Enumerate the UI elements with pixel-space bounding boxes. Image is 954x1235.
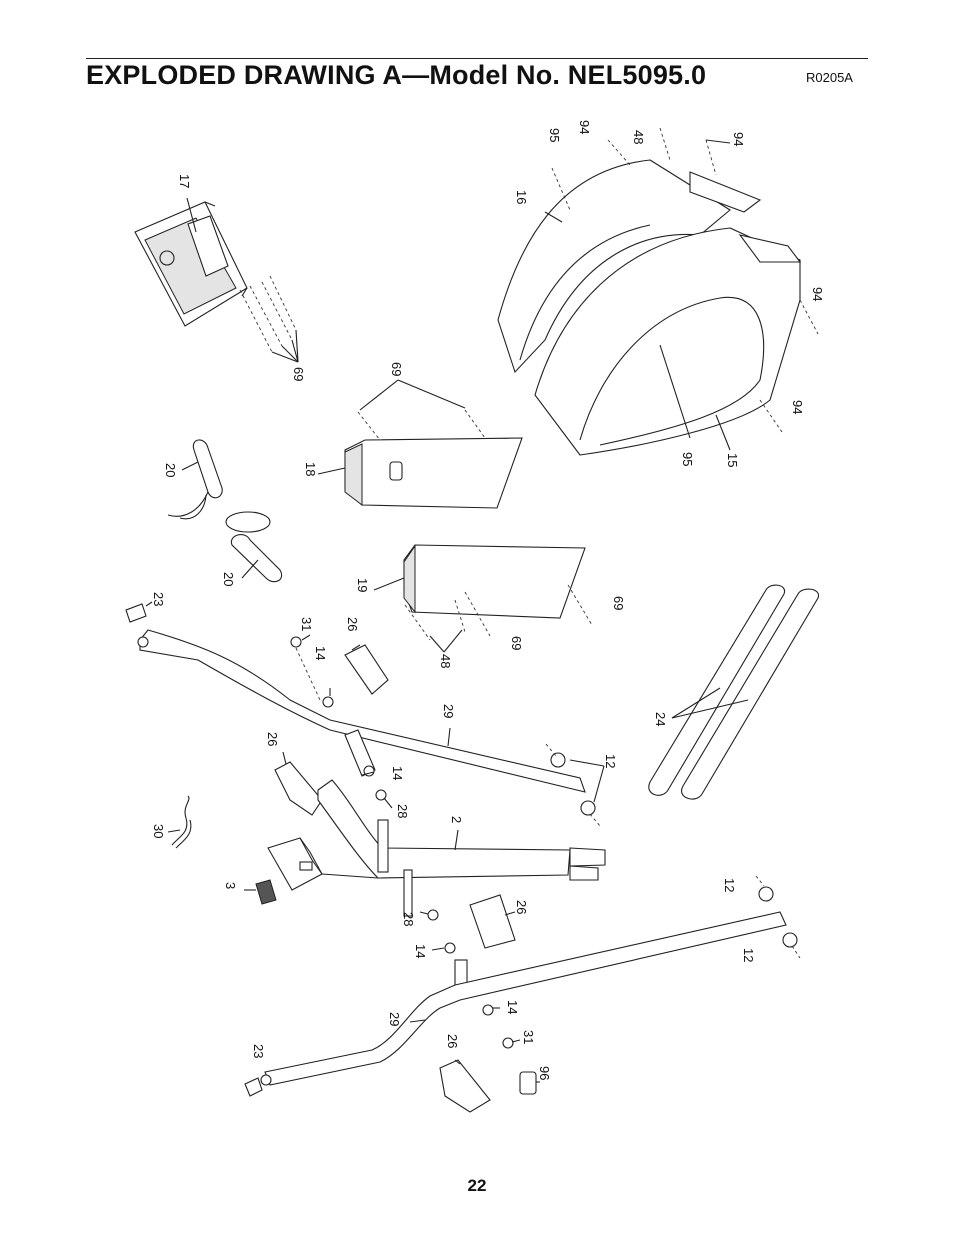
callout-69: 69 [291,367,306,381]
callout-14: 14 [505,1000,520,1014]
right-upper-arm-part [260,911,787,1086]
callout-24: 24 [653,712,668,726]
callout-69: 69 [611,596,626,610]
callout-31: 31 [521,1030,536,1044]
callout-94: 94 [731,132,746,146]
upper-grip-part [167,439,223,520]
callout-48: 48 [438,654,453,668]
callout-17: 17 [177,174,192,188]
callout-96: 96 [537,1066,552,1080]
callout-69: 69 [389,362,404,376]
callout-12: 12 [722,878,737,892]
callout-26: 26 [345,617,360,631]
callout-26: 26 [514,900,529,914]
page-title: EXPLODED DRAWING A—Model No. NEL5095.0 [86,60,707,90]
callout-14: 14 [313,646,328,660]
callout-94: 94 [577,120,592,134]
callout-20: 20 [163,463,178,477]
callout-19: 19 [355,578,370,592]
left-upper-arm-part [137,629,586,793]
callout-16: 16 [514,190,529,204]
callout-12: 12 [603,754,618,768]
callout-14: 14 [413,944,428,958]
callout-20: 20 [221,572,236,586]
callout-95: 95 [680,452,695,466]
callout-30: 30 [151,824,166,838]
callout-12: 12 [741,948,756,962]
console-part [134,201,248,327]
main-frame-part [267,779,606,891]
callout-26: 26 [265,732,280,746]
callout-31: 31 [299,617,314,631]
callout-15: 15 [725,453,740,467]
callout-29: 29 [441,704,456,718]
callout-28: 28 [395,804,410,818]
callout-94: 94 [790,400,805,414]
callout-26: 26 [445,1034,460,1048]
callout-18: 18 [303,462,318,476]
lower-side-shield-part [403,544,586,619]
callout-48: 48 [631,130,646,144]
page-number: 22 [467,1176,487,1195]
stabilizer-tubes-part [648,584,819,800]
front-shroud-part [534,227,802,456]
callout-94: 94 [810,287,825,301]
callout-23: 23 [151,592,166,606]
callout-95: 95 [547,128,562,142]
callout-3: 3 [223,882,238,889]
drawing-code: R0205A [806,70,853,85]
callout-29: 29 [387,1012,402,1026]
callout-69: 69 [509,636,524,650]
callout-23: 23 [251,1044,266,1058]
callout-2: 2 [449,816,464,823]
header-rule [86,58,868,59]
lower-grip-part [225,511,283,583]
callout-28: 28 [401,912,416,926]
rear-shroud-part [497,159,762,374]
upper-side-shield-part [344,437,523,509]
callout-14: 14 [390,766,405,780]
